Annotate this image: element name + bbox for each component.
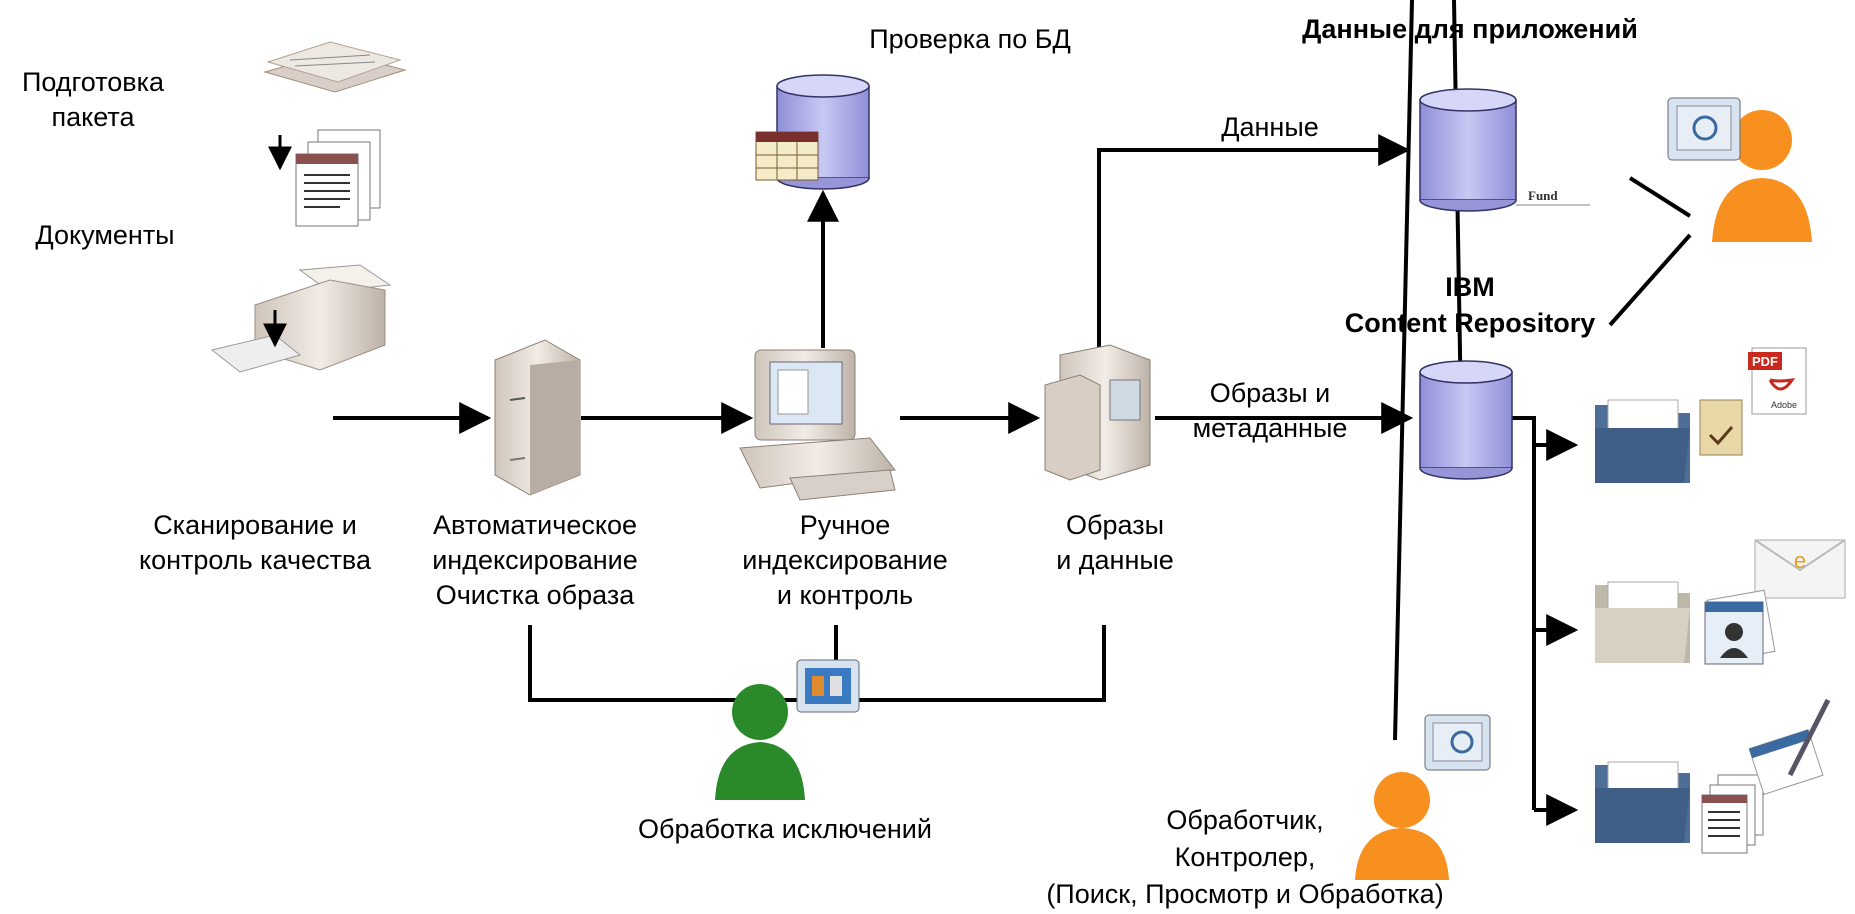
database-icon [755,74,870,190]
database-icon [1419,88,1590,212]
images-data-label: Образы и данные [1056,510,1174,575]
person-icon [715,659,860,800]
monitor-icon [796,659,860,713]
line-user-upper [1628,176,1692,218]
line-user-lower [1608,233,1692,327]
branch-trunk [1512,416,1536,810]
fund-label: Fund [1528,188,1558,203]
scan-qc-label: Сканирование и контроль качества [138,510,371,575]
vertical-divider-left [1393,0,1414,741]
documents-icon [295,129,381,227]
package-prep-label: Подготовка пакета [21,67,165,132]
monitor-icon [1424,714,1491,771]
person-icon [1667,97,1812,242]
exceptions-label: Обработка исключений [638,814,932,844]
manual-index-label: Ручное индексирование и контроль [742,510,948,610]
data-label: Данные [1221,112,1319,142]
folder-icon [1595,581,1690,663]
paper-stack-icon [263,41,407,93]
adobe-label: Adobe [1771,400,1797,410]
signature-icon [1748,698,1831,796]
monitor-icon [1667,97,1741,161]
repository-label: Content Repository [1344,308,1596,338]
person-icon [1355,714,1491,880]
scanner-icon [210,264,392,373]
arrow-images-to-data-db [1097,134,1411,350]
pdf-icon: PDF Adobe [1748,347,1807,415]
folder-icon [1595,399,1743,483]
table-icon [755,131,819,181]
documents-label: Документы [35,220,175,250]
server-cluster-icon [1044,344,1151,481]
workstation-icon [739,349,896,501]
folder-icon [1595,761,1690,843]
documents-icon [1701,774,1764,854]
images-meta-label: Образы и метаданные [1192,378,1348,443]
envelope-icon: e [1754,539,1846,599]
database-icon [1419,360,1513,480]
app-data-title: Данные для приложений [1302,14,1638,44]
db-check-label: Проверка по БД [869,24,1071,54]
operator-label: Обработчик, Контролер, (Поиск, Просмотр … [1046,805,1444,909]
ibm-label: IBM [1445,272,1495,302]
auto-index-label: Автоматическое индексирование Очистка об… [432,510,638,610]
email-glyph: e [1794,548,1806,573]
connectors [333,0,1692,826]
server-tower-icon [494,339,581,496]
contact-card-icon [1704,589,1776,665]
pdf-label: PDF [1752,354,1778,369]
